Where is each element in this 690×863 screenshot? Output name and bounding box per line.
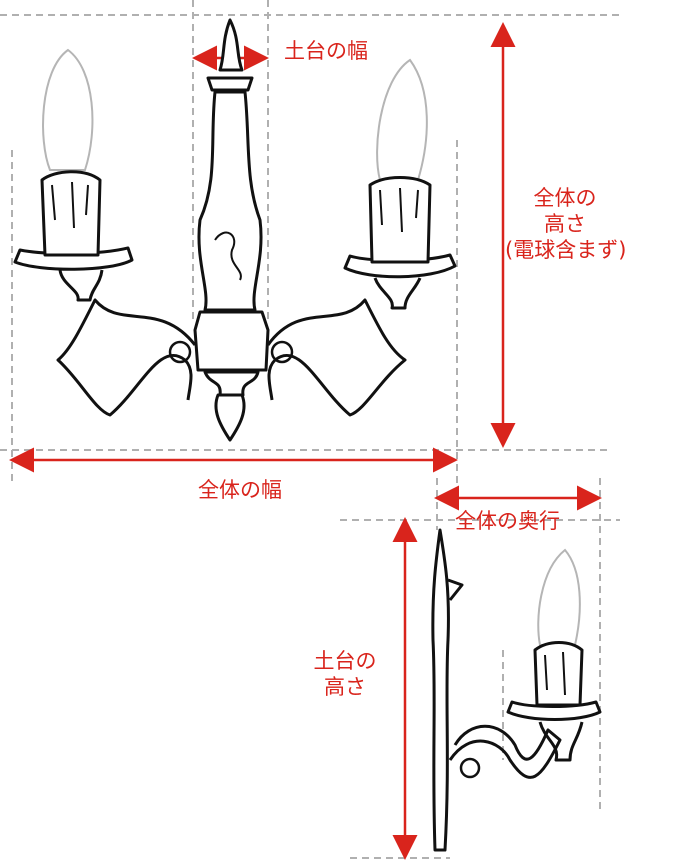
base-height-label-line1: 土台の	[313, 649, 377, 673]
base-width-label: 土台の幅	[284, 39, 368, 63]
total-depth-label: 全体の奥行	[455, 509, 560, 533]
base-height-label-line2: 高さ	[324, 675, 366, 699]
dimension-arrows	[9, 21, 602, 860]
total-height-label-line1: 全体の	[533, 186, 597, 210]
total-height-note: (電球含まず)	[505, 238, 627, 262]
total-height-label: 全体の 高さ (電球含まず)	[505, 185, 627, 263]
total-width-label: 全体の幅	[198, 478, 282, 502]
base-height-label: 土台の 高さ	[300, 648, 390, 700]
bulb-outlines	[42, 48, 581, 646]
sconce-front-view	[13, 18, 457, 442]
total-height-label-line2: 高さ	[544, 212, 586, 236]
sconce-side-view	[431, 528, 602, 852]
